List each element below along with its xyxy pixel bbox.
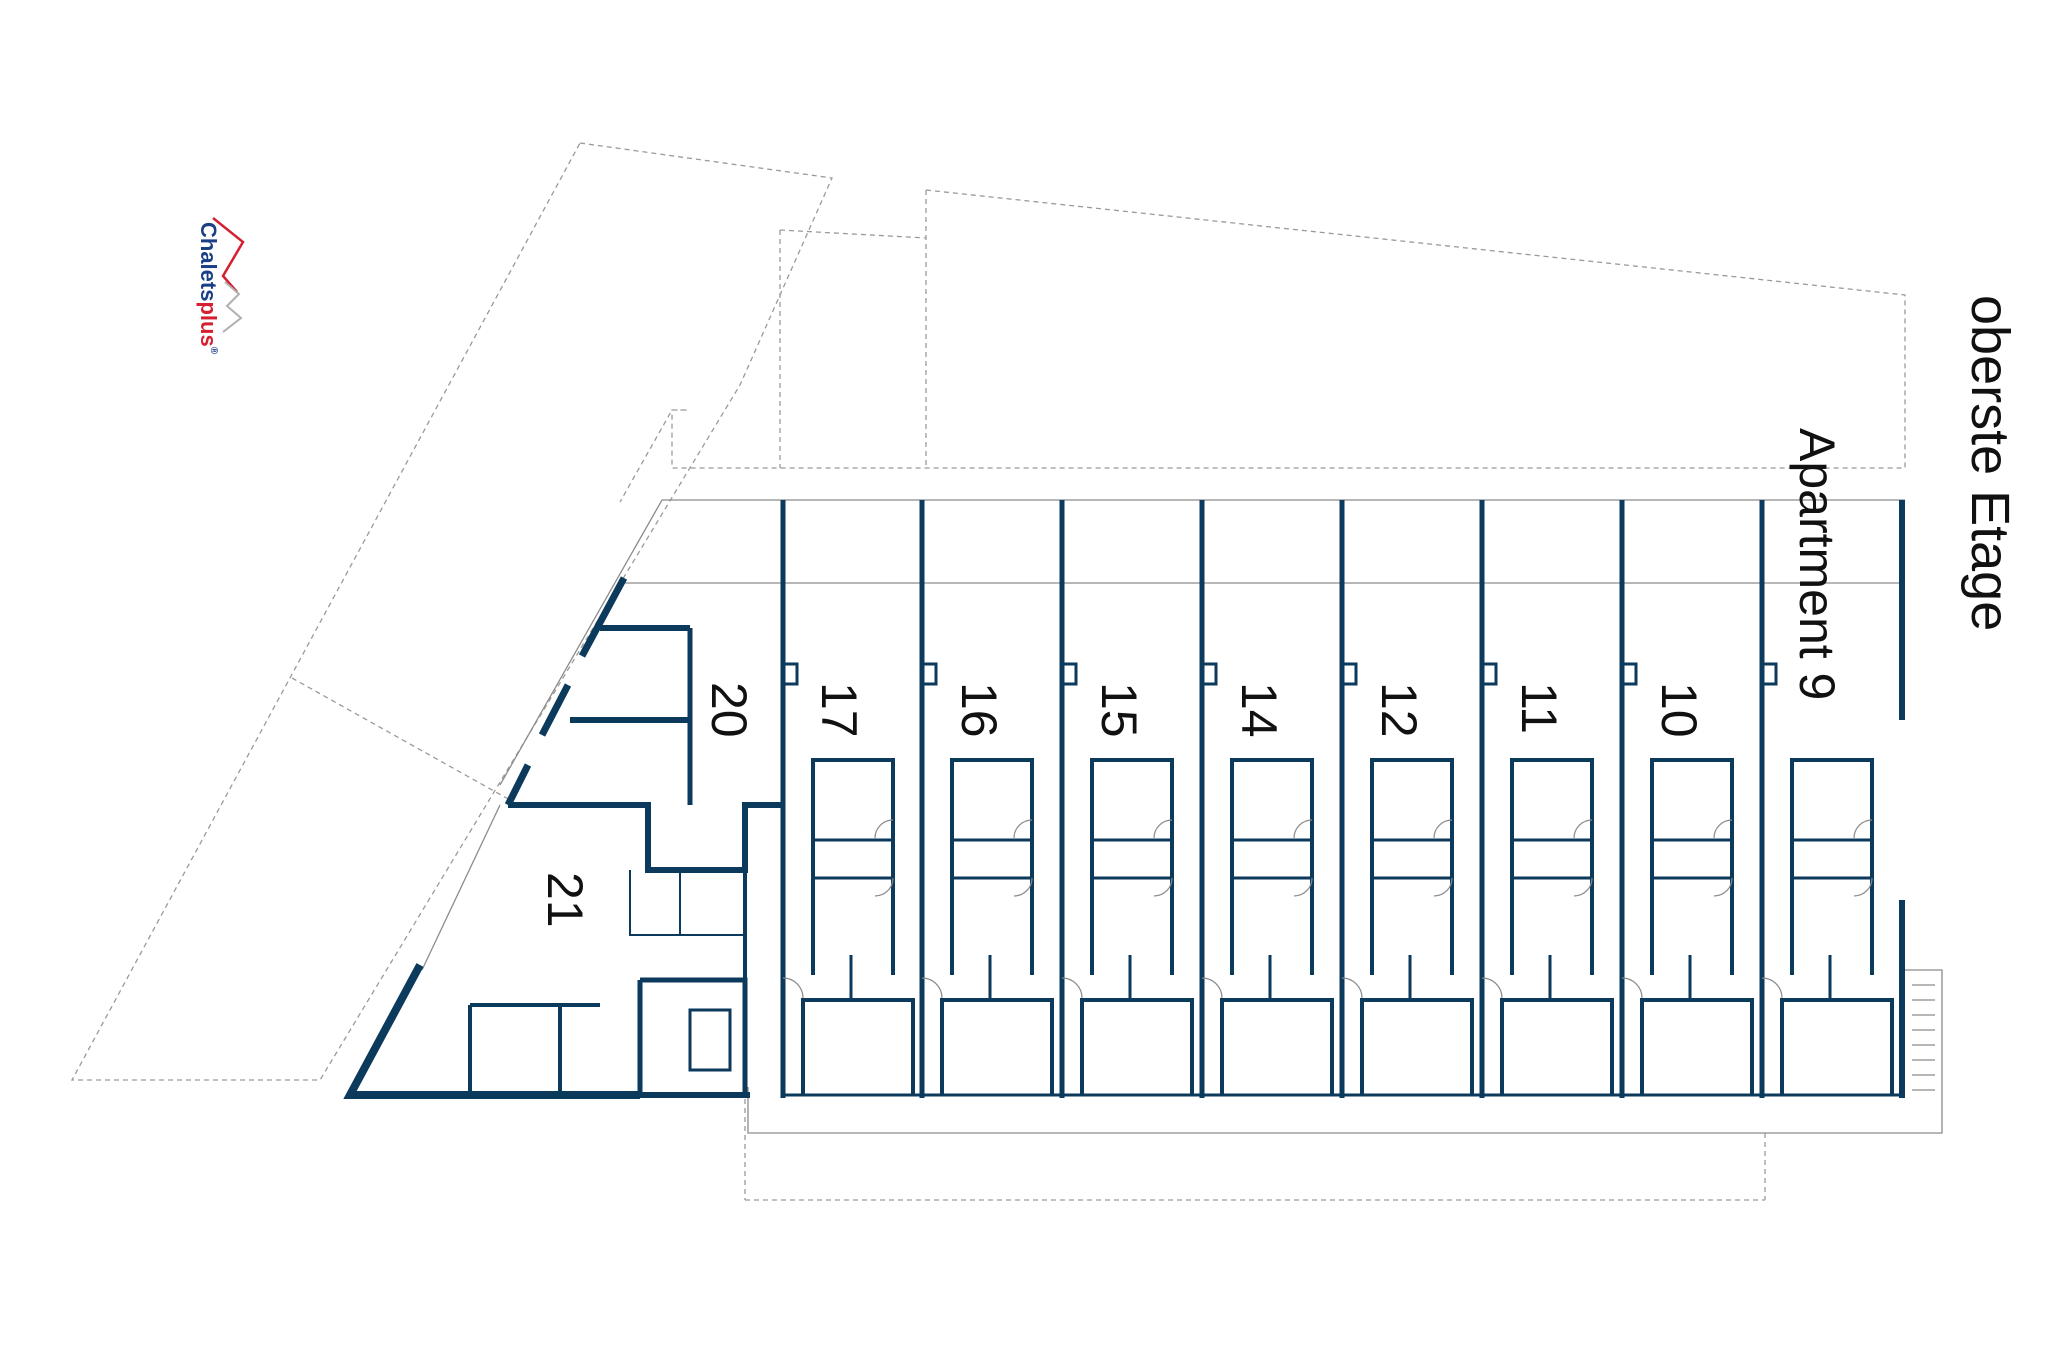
logo-mountain-icon [222,281,243,333]
logo-text-main: Chalets [196,222,221,301]
apartment-label-12: 12 [1371,682,1427,738]
logo-registered-mark: ® [208,347,219,355]
door-swings [782,819,1873,999]
stairs-icon [1912,984,1935,1091]
room-block [1062,758,1201,1097]
logo-text-accent: plus [196,301,221,346]
building-outline [421,499,1943,1134]
chaletsplus-logo: Chaletsplus® [196,217,245,355]
unit-label-21: 21 [537,872,593,928]
apartment-label-11: 11 [1511,682,1567,734]
outline-dashed [70,142,1906,1201]
room-block [783,758,922,1097]
room-block [922,758,1061,1097]
apartment-label-16: 16 [951,682,1007,738]
walls [343,500,1905,1099]
elevator-icon [688,1008,732,1072]
apartment-label-9: Apartment 9 [1789,428,1845,700]
apartment-label-15: 15 [1091,682,1147,738]
apartment-rooms [783,758,1901,1097]
column-markers [781,662,1778,686]
svg-text:Chaletsplus®: Chaletsplus® [196,222,221,355]
units-20-21-walls [468,625,1935,1095]
apartment-label-17: 17 [811,682,867,738]
room-block [1202,758,1341,1097]
room-block [1762,758,1901,1097]
labels: oberste Etage Apartment 9 10 11 12 14 15… [537,295,2020,928]
floor-label: oberste Etage [1960,295,2020,631]
room-block [1482,758,1621,1097]
logo-roof-icon [212,217,245,293]
room-block [1342,758,1481,1097]
apartment-label-14: 14 [1231,682,1287,738]
apartment-label-10: 10 [1651,682,1707,738]
room-block [1622,758,1761,1097]
unit-label-20: 20 [701,682,757,738]
